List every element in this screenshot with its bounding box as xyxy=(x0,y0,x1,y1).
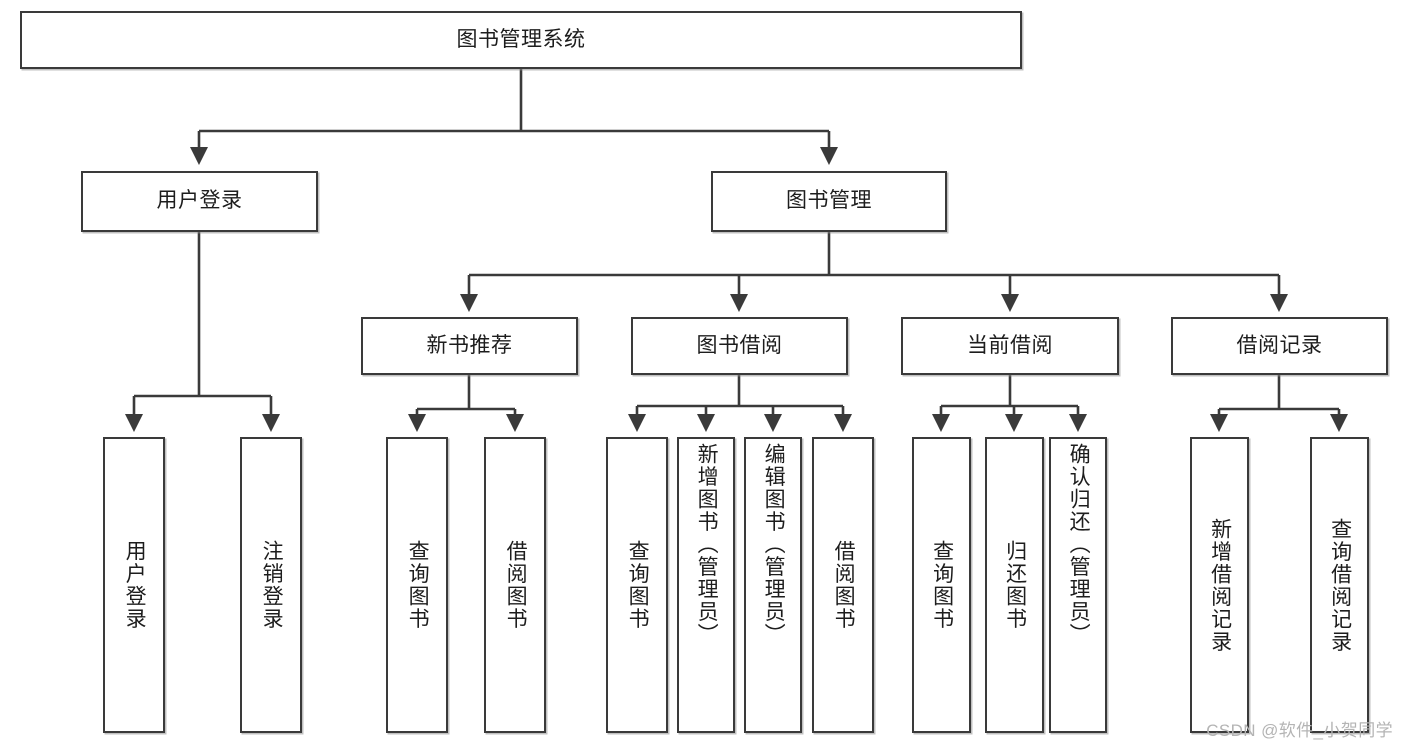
node-borrow-record[interactable]: 借阅记录 xyxy=(1171,317,1388,375)
node-new-book-rec-label: 新书推荐 xyxy=(426,333,513,357)
node-leaf-confirm-return[interactable]: 确认归还（管理员） xyxy=(1049,437,1107,733)
node-leaf-borrow-book-label: 借阅图书 xyxy=(832,540,856,630)
node-leaf-add-record-label: 新增借阅记录 xyxy=(1208,517,1232,653)
node-leaf-query-record-label: 查询借阅记录 xyxy=(1328,517,1352,653)
node-new-book-rec[interactable]: 新书推荐 xyxy=(361,317,578,375)
node-leaf-edit-book[interactable]: 编辑图书（管理员） xyxy=(744,437,802,733)
node-leaf-add-book[interactable]: 新增图书（管理员） xyxy=(677,437,735,733)
node-leaf-query-book-rec[interactable]: 查询图书 xyxy=(386,437,448,733)
node-user-login[interactable]: 用户登录 xyxy=(81,171,318,232)
node-leaf-user-login[interactable]: 用户登录 xyxy=(103,437,165,733)
node-leaf-borrow-book-rec-label: 借阅图书 xyxy=(504,540,528,630)
node-book-borrow-label: 图书借阅 xyxy=(696,333,783,357)
node-current-borrow[interactable]: 当前借阅 xyxy=(901,317,1119,375)
node-leaf-logout[interactable]: 注销登录 xyxy=(240,437,302,733)
node-leaf-logout-label: 注销登录 xyxy=(260,540,284,630)
node-leaf-edit-book-label: 编辑图书（管理员） xyxy=(762,443,786,646)
node-borrow-record-label: 借阅记录 xyxy=(1236,333,1323,357)
node-root[interactable]: 图书管理系统 xyxy=(20,11,1022,69)
node-current-borrow-label: 当前借阅 xyxy=(967,333,1053,357)
node-leaf-query-book-cur[interactable]: 查询图书 xyxy=(912,437,971,733)
node-leaf-borrow-book[interactable]: 借阅图书 xyxy=(812,437,874,733)
node-root-label: 图书管理系统 xyxy=(456,27,586,51)
node-leaf-query-book-cur-label: 查询图书 xyxy=(930,540,954,630)
node-book-borrow[interactable]: 图书借阅 xyxy=(631,317,848,375)
node-book-manage-label: 图书管理 xyxy=(786,189,872,213)
node-leaf-query-book[interactable]: 查询图书 xyxy=(606,437,668,733)
watermark: CSDN @软件_小贺同学 xyxy=(1206,721,1393,740)
node-book-manage[interactable]: 图书管理 xyxy=(711,171,947,232)
node-leaf-confirm-return-label: 确认归还（管理员） xyxy=(1067,443,1091,646)
node-leaf-query-record[interactable]: 查询借阅记录 xyxy=(1310,437,1369,733)
node-leaf-query-book-label: 查询图书 xyxy=(626,540,650,630)
node-leaf-borrow-book-rec[interactable]: 借阅图书 xyxy=(484,437,546,733)
node-leaf-add-book-label: 新增图书（管理员） xyxy=(695,443,719,646)
node-leaf-query-book-rec-label: 查询图书 xyxy=(406,540,430,630)
node-leaf-user-login-label: 用户登录 xyxy=(123,540,147,630)
node-user-login-label: 用户登录 xyxy=(156,189,243,213)
node-leaf-return-book[interactable]: 归还图书 xyxy=(985,437,1044,733)
node-leaf-return-book-label: 归还图书 xyxy=(1003,540,1027,630)
node-leaf-add-record[interactable]: 新增借阅记录 xyxy=(1190,437,1249,733)
